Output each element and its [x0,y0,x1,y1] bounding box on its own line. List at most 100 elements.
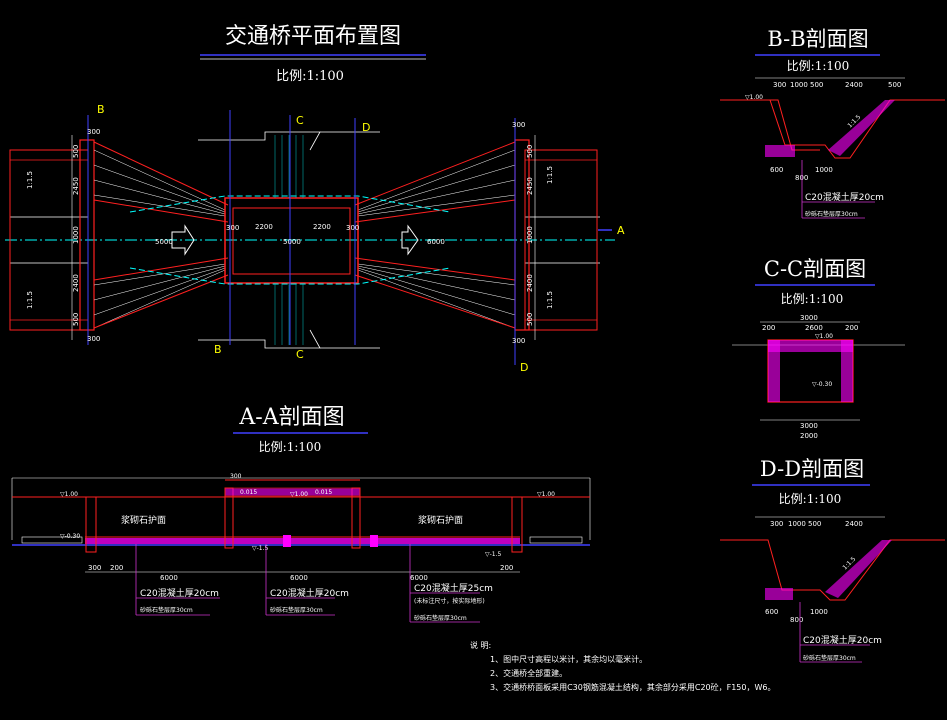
aa-el-bridge: ▽1.00 [290,491,308,498]
cc-wall-left [768,340,780,402]
aa-wall-right [511,496,523,553]
dd-footing [765,588,793,600]
aa-right-block [529,536,583,544]
cc-top-slab [768,340,853,352]
aa-note-c20-left: C20混凝土厚20cm [140,587,219,599]
plan-bridge-outer [224,197,359,284]
aa-title: A-A剖面图 [238,405,344,430]
flow-arrow-right [401,224,419,256]
plan-dim-300-bl: 300 [87,335,100,343]
plan-dim-2200-r: 2200 [313,223,331,231]
notes-block: 说 明: 1、图中尺寸高程以米计，其余均以毫米计。 2、交通桥全部重建。 3、交… [470,640,776,692]
aa-el-15-mid: ▽-1.5 [252,545,269,552]
plan-scale: 比例:1:100 [276,69,344,84]
notes-title: 说 明: [470,640,491,650]
aa-grade-left: 0.015 [240,489,257,496]
bb-slope-lining [828,100,895,156]
aa-paving-right: 浆砌石护面 [418,514,463,526]
plan-right-channel [524,149,598,331]
tag-b-top: B [97,103,105,116]
aa-dim-6000-r: 6000 [410,574,428,582]
aa-el-030-left: ▽-0.30 [60,533,80,540]
plan-slope-right-bottom: 1:1.5 [546,291,554,309]
dd-leaders [799,602,870,663]
plan-dim-300-b1: 300 [226,224,239,232]
plan-dim-500-rb: 500 [526,313,534,326]
aa-left-block [21,536,83,544]
dd-dim-1000-b: 1000 [810,608,828,616]
bb-title: B-B剖面图 [767,27,868,51]
cc-dim-200-l: 200 [762,324,775,332]
aa-leaders [135,544,480,623]
aa-bridge-deck [224,487,361,497]
plan-canal-hatch [274,135,304,345]
aa-paving-left: 浆砌石护面 [121,514,166,526]
aa-el-left: ▽1.00 [60,491,78,498]
plan-dim-1000-r: 1000 [526,226,534,244]
dd-dim-1000: 1000 [788,520,806,528]
plan-fan-right [357,149,516,329]
aa-note-c20-25-sub: (未标注尺寸，按实际地形) [414,597,485,605]
dd-dim-600: 600 [765,608,778,616]
cc-section: C-C剖面图 比例:1:100 3000 200 2600 200 ▽1.00 … [732,257,905,440]
plan-dim-300-b2: 300 [346,224,359,232]
plan-dim-300-tl: 300 [87,128,100,136]
bb-dim-500: 500 [810,81,823,89]
cc-dim-3000-b: 3000 [800,422,818,430]
plan-dim-6000-right: 6000 [427,238,445,246]
aa-note-stone-left: 砂砾石垫层厚30cm [140,606,193,614]
notes-item-1: 1、图中尺寸高程以米计，其余均以毫米计。 [490,654,647,664]
dd-slope-lining [825,540,892,598]
cc-dim-200-r: 200 [845,324,858,332]
aa-section: A-A剖面图 比例:1:100 浆砌石护面 浆砌石护面 ▽1.00 ▽1.00 … [11,405,591,623]
cc-dim-2000-b: 2000 [800,432,818,440]
plan-left-wall [79,139,95,331]
plan-view: B B C C D D A 1:1.5 1:1.5 1:1.5 1:1.5 30… [5,103,625,374]
plan-dim-300-tr: 300 [512,121,525,129]
plan-fan-left [93,149,226,329]
dd-dim-800: 800 [790,616,803,624]
dd-dim-2400: 2400 [845,520,863,528]
aa-el-right: ▽1.00 [537,491,555,498]
plan-dim-500-lb: 500 [72,313,80,326]
aa-bed-block [370,535,378,547]
bb-leaders [801,160,875,219]
tag-a: A [617,224,625,237]
aa-grade-right: 0.015 [315,489,332,496]
aa-dim-200-r: 200 [500,564,513,572]
plan-bridge-inner [232,207,351,275]
plan-fan-left-red [93,141,229,329]
aa-note-c20-mid: C20混凝土厚20cm [270,587,349,599]
dd-dim-500: 500 [808,520,821,528]
bb-note-c20: C20混凝土厚20cm [805,191,884,203]
dd-scale: 比例:1:100 [779,492,842,506]
aa-el-15-right: ▽-1.5 [485,551,502,558]
bb-dim-1000: 1000 [790,81,808,89]
aa-dim-6000-m: 6000 [290,574,308,582]
dd-note-c20: C20混凝土厚20cm [803,634,882,646]
tag-b-bottom: B [214,343,222,356]
dd-section: D-D剖面图 比例:1:100 300 1000 500 2400 1:1.5 … [720,457,945,663]
plan-title-block: 交通桥平面布置图 比例:1:100 [200,24,426,84]
tag-c-top: C [296,114,304,127]
plan-dim-2400-r: 2400 [526,274,534,292]
aa-note-c20-25: C20混凝土厚25cm [414,582,493,594]
tag-d-top: D [362,121,370,134]
plan-dim-2450-l: 2450 [72,177,80,195]
bb-dim-1000-b: 1000 [815,166,833,174]
notes-item-3: 3、交通桥桥面板采用C30钢筋混凝土结构，其余部分采用C20砼，F150，W6。 [490,682,776,692]
plan-dim-300-br: 300 [512,337,525,345]
bb-dim-300: 300 [773,81,786,89]
bb-dim-2400: 2400 [845,81,863,89]
bb-note-stone: 砂砾石垫层厚30cm [805,210,858,218]
plan-canal-crossing [198,131,380,349]
notes-item-2: 2、交通桥全部重建。 [490,668,567,678]
aa-dim-300-l: 300 [88,564,101,572]
plan-cyan-outline [129,195,451,285]
cc-dim-2600: 2600 [805,324,823,332]
bb-dim-500-r: 500 [888,81,901,89]
plan-fan-right-red [354,141,516,329]
plan-dim-2200-l: 2200 [255,223,273,231]
bb-dim-600: 600 [770,166,783,174]
